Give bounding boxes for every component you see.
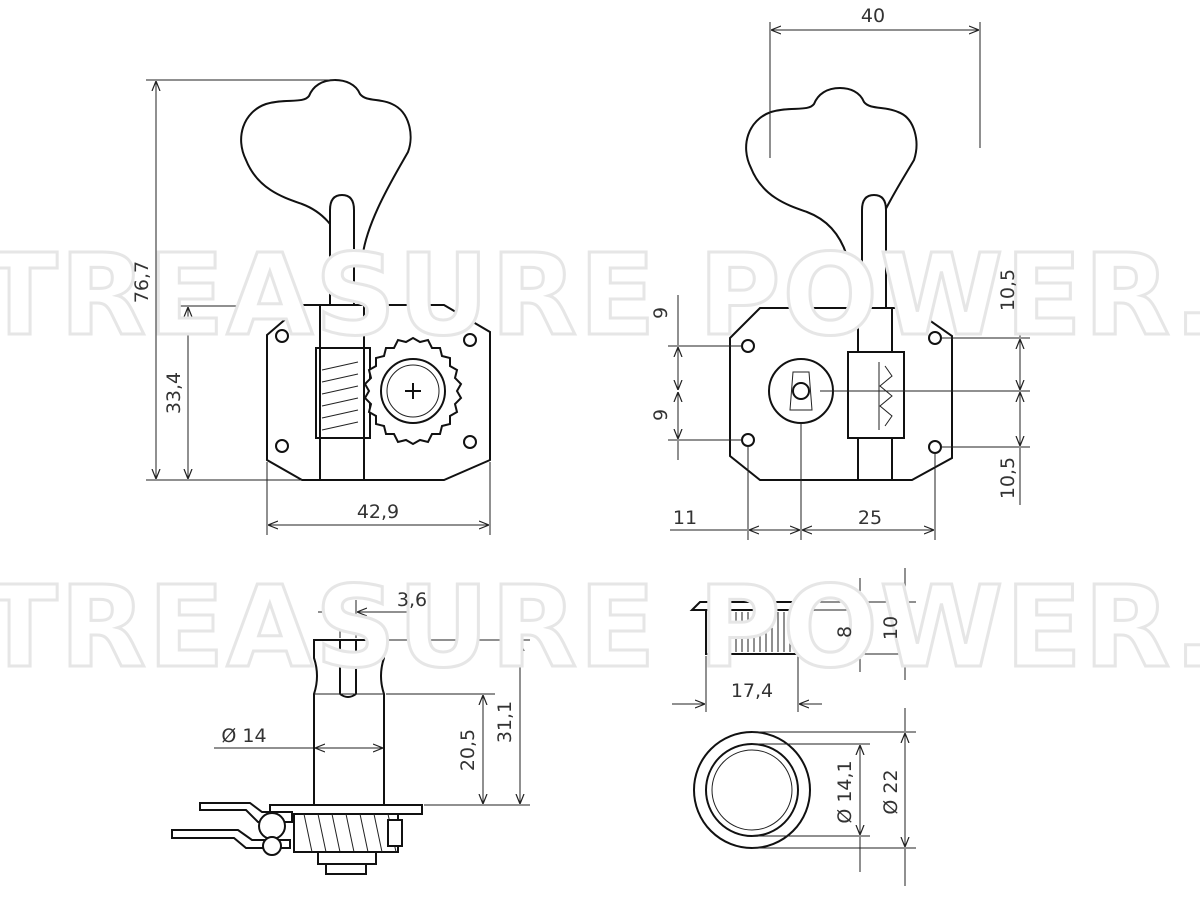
- dim-front-plate-height: 33,4: [163, 372, 185, 414]
- side-gear: [293, 813, 399, 853]
- dim-bushing-width: 17,4: [731, 680, 773, 702]
- back-dimensions: [668, 22, 1030, 540]
- dim-back-left-top: 9: [650, 307, 672, 319]
- side-lever-lower: [171, 829, 291, 849]
- dim-side-height-long: 31,1: [494, 701, 516, 743]
- bushing-inner-ring: [705, 743, 799, 837]
- front-screw-hole-tr: [463, 333, 477, 347]
- front-screw-hole-br: [463, 435, 477, 449]
- front-view: [240, 78, 491, 481]
- bushing-top-view: [693, 731, 811, 849]
- front-screw-hole-bl: [275, 439, 289, 453]
- watermark-text-bottom: TREASURE POWER.: [0, 563, 1200, 693]
- dimension-labels: 76,7 33,4 42,9 40 10,5 10,5 9 9 11 25 3,…: [131, 5, 1019, 824]
- back-screw-hole-br: [928, 440, 942, 454]
- dim-side-diameter: Ø 14: [221, 725, 266, 747]
- dim-back-bottom-right: 25: [858, 507, 882, 529]
- dim-back-left-bottom: 9: [650, 409, 672, 421]
- back-screw-hole-bl: [741, 433, 755, 447]
- dim-front-total-height: 76,7: [131, 261, 153, 303]
- phillips-screw-icon: [405, 383, 421, 399]
- dim-back-right-bottom: 10,5: [997, 457, 1019, 499]
- dim-side-height-short: 20,5: [457, 729, 479, 771]
- dim-back-top-width: 40: [861, 5, 885, 27]
- front-key: [240, 78, 412, 263]
- bushing-side-view: [689, 601, 815, 655]
- front-shaft: [329, 193, 355, 307]
- dim-bushing-outer-height: 10: [880, 616, 902, 640]
- side-dimensions: [214, 600, 530, 806]
- dim-side-slot: 3,6: [397, 589, 427, 611]
- dim-bushing-outer-diameter: Ø 22: [880, 769, 902, 814]
- dim-bushing-inner-height: 8: [834, 626, 856, 638]
- bushing-body: [705, 609, 799, 655]
- back-worm-housing: [847, 351, 905, 439]
- dim-back-right-top: 10,5: [997, 269, 1019, 311]
- dim-back-bottom-left: 11: [673, 507, 697, 529]
- back-shaft: [861, 193, 887, 309]
- front-worm-housing: [315, 347, 371, 439]
- bushing-side-dimensions: [672, 568, 916, 712]
- front-screw-hole-tl: [275, 329, 289, 343]
- watermark-text-top: TREASURE POWER.: [0, 231, 1200, 361]
- side-view: [171, 639, 423, 875]
- dim-bushing-inner-diameter: Ø 14,1: [834, 760, 856, 823]
- watermark: TREASURE POWER. TREASURE POWER.: [0, 230, 1200, 695]
- bushing-top-dimensions: [752, 708, 916, 886]
- back-view: [729, 86, 953, 481]
- dim-front-width: 42,9: [357, 501, 399, 523]
- front-dimensions: [146, 79, 491, 535]
